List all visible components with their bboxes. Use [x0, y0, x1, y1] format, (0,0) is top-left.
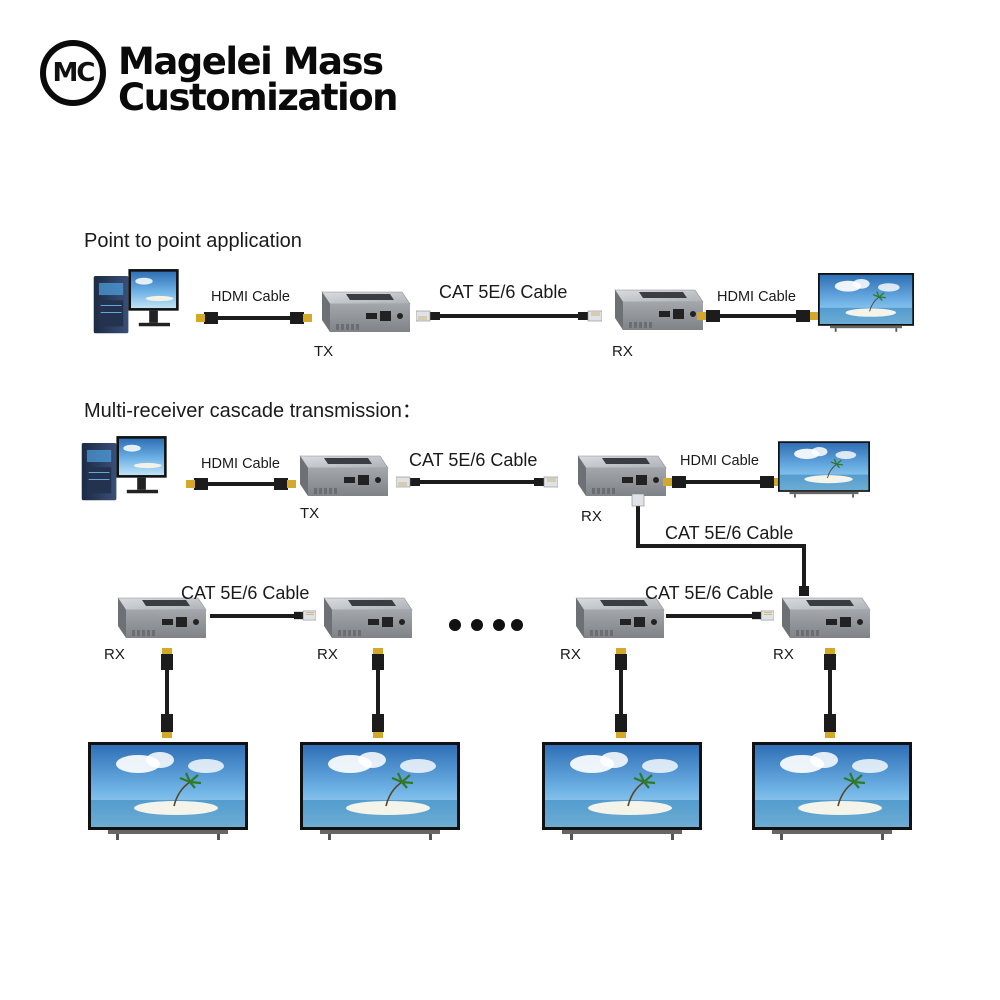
cascade-tv-4: [752, 742, 912, 842]
cascade-cat-label-drop: CAT 5E/6 Cable: [665, 523, 794, 543]
cascade-pc: [81, 435, 168, 501]
p2p-cat-cable: [416, 310, 602, 322]
cascade-cat-cable-left: [210, 610, 316, 621]
p2p-rx-label: RX: [612, 343, 633, 360]
hdmi-drop-4: [824, 648, 836, 738]
p2p-tx-label: TX: [314, 343, 334, 360]
p2p-hdmi-cable-in: [196, 312, 312, 324]
cascade-rx-main-device: [577, 455, 667, 497]
cascade-cat-cable-drop: [631, 493, 809, 596]
cascade-tx-device: [299, 455, 389, 497]
cascade-tv-main: [778, 440, 870, 499]
cascade-rx-main-label: RX: [581, 508, 602, 525]
hdmi-drop-1: [161, 648, 173, 738]
ellipsis-dots: [449, 619, 523, 631]
cascade-cat-label-left: CAT 5E/6 Cable: [181, 583, 310, 603]
cascade-rx-label-1: RX: [104, 646, 125, 663]
cascade-tv-2: [300, 742, 460, 842]
p2p-tx-device: [321, 291, 411, 333]
hdmi-drop-2: [372, 648, 384, 738]
cascade-rx-device-4: [781, 597, 871, 639]
brand-logo: MC: [40, 40, 106, 106]
cascade-hdmi-in-label: HDMI Cable: [201, 456, 280, 472]
p2p-pc: [93, 268, 180, 334]
brand-name-line2: Customization: [118, 76, 399, 119]
cascade-rx-label-2: RX: [317, 646, 338, 663]
cascade-cat-cable-right: [666, 610, 774, 621]
cascade-rx-label-4: RX: [773, 646, 794, 663]
cascade-tv-3: [542, 742, 702, 842]
cascade-rx-device-2: [323, 597, 413, 639]
cascade-section-title: Multi-receiver cascade transmission：: [84, 400, 422, 422]
cascade-hdmi-cable-in: [186, 478, 296, 490]
cascade-hdmi-out-label: HDMI Cable: [680, 453, 759, 469]
p2p-rx-device: [614, 289, 704, 331]
cascade-tv-1: [88, 742, 248, 842]
cascade-tx-label: TX: [300, 505, 320, 522]
p2p-hdmi-in-label: HDMI Cable: [211, 289, 290, 305]
brand-logo-initials: MC: [52, 58, 96, 88]
cascade-cat-label-right: CAT 5E/6 Cable: [645, 583, 774, 603]
cascade-cat-cable-main: [396, 476, 558, 488]
p2p-hdmi-cable-out: [697, 310, 819, 322]
cascade-cat-label-main: CAT 5E/6 Cable: [409, 450, 538, 470]
brand-name-line1: Magelei Mass: [118, 40, 384, 83]
p2p-section-title: Point to point application: [84, 230, 302, 252]
p2p-hdmi-out-label: HDMI Cable: [717, 289, 796, 305]
cascade-rx-label-3: RX: [560, 646, 581, 663]
p2p-tv: [818, 272, 914, 333]
p2p-cat-label: CAT 5E/6 Cable: [439, 282, 568, 302]
cascade-rx-device-1: [117, 597, 207, 639]
hdmi-drop-3: [615, 648, 627, 738]
cascade-hdmi-cable-out: [663, 476, 783, 488]
cascade-rx-device-3: [575, 597, 665, 639]
